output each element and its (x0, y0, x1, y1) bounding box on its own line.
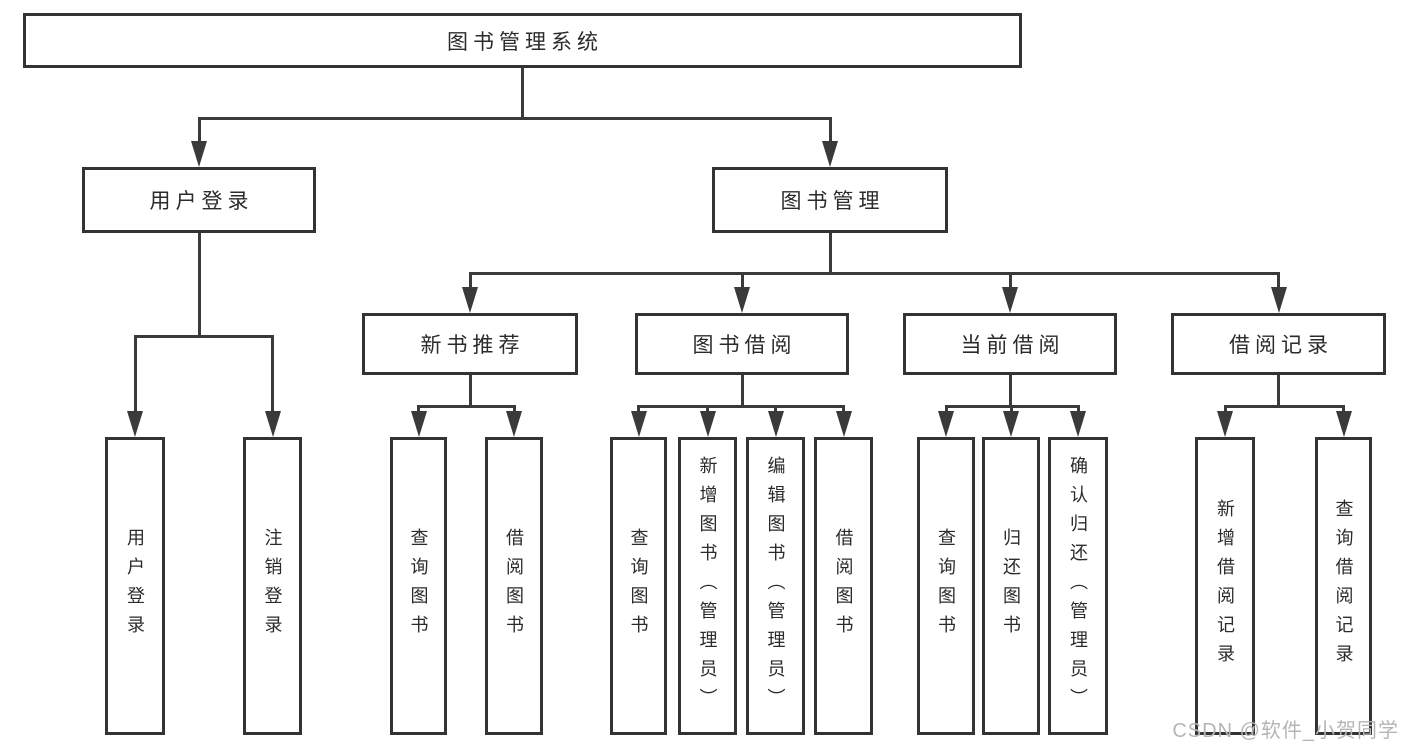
connector-line (1277, 272, 1280, 289)
node-label-leaf-edit-book-admin: 编辑图书（管理员） (765, 455, 786, 717)
node-leaf-add-book-admin: 新增图书（管理员） (678, 437, 737, 735)
node-current-borrowing: 当前借阅 (903, 313, 1117, 375)
connector-line (1223, 405, 1345, 408)
node-book-management: 图书管理 (712, 167, 948, 233)
node-leaf-confirm-return: 确认归还（管理员） (1048, 437, 1108, 735)
arrowhead-down-icon (630, 411, 647, 437)
node-label-current-borrowing: 当前借阅 (960, 334, 1065, 357)
node-label-leaf-add-book-admin: 新增图书（管理员） (697, 455, 718, 717)
connector-line (512, 405, 516, 413)
node-label-book-borrowing: 图书借阅 (692, 334, 797, 357)
connector-line (828, 117, 832, 143)
arrowhead-down-icon (938, 411, 954, 437)
connector-line (468, 375, 472, 408)
connector-line (1277, 375, 1280, 408)
arrowhead-down-icon (699, 411, 716, 437)
connector-line (944, 405, 948, 413)
arrowhead-down-icon (191, 141, 207, 167)
arrowhead-down-icon (835, 411, 852, 437)
node-leaf-add-record: 新增借阅记录 (1195, 437, 1255, 735)
arrowhead-down-icon (506, 411, 522, 437)
connector-line (706, 405, 709, 413)
node-label-leaf-return-book: 归还图书 (1001, 528, 1021, 644)
connector-line (133, 335, 274, 338)
node-leaf-query-record: 查询借阅记录 (1315, 437, 1372, 735)
node-label-leaf-query-book-1: 查询图书 (408, 528, 429, 644)
arrowhead-down-icon (1002, 287, 1018, 313)
arrowhead-down-icon (822, 141, 838, 167)
node-label-leaf-query-book-2: 查询图书 (628, 528, 649, 644)
arrowhead-down-icon (734, 287, 750, 313)
connector-line (740, 272, 744, 289)
connector-line (133, 335, 137, 413)
arrowhead-down-icon (1270, 287, 1287, 313)
node-leaf-edit-book-admin: 编辑图书（管理员） (746, 437, 805, 735)
node-leaf-user-login: 用户登录 (105, 437, 165, 735)
node-label-root: 图书管理系统 (447, 30, 603, 54)
node-leaf-borrow-book-2: 借阅图书 (814, 437, 873, 735)
node-root: 图书管理系统 (23, 13, 1022, 68)
connector-line (468, 272, 1280, 275)
connector-line (1009, 405, 1013, 413)
arrowhead-down-icon (1217, 411, 1233, 437)
node-label-leaf-query-book-3: 查询图书 (936, 528, 956, 644)
node-label-leaf-confirm-return: 确认归还（管理员） (1068, 455, 1088, 717)
node-label-user-login: 用户登录 (149, 190, 254, 213)
csdn-watermark: CSDN @软件_小贺同学 (1172, 720, 1399, 742)
node-label-leaf-add-record: 新增借阅记录 (1215, 499, 1235, 673)
connector-line (1008, 272, 1012, 289)
connector-line (828, 233, 832, 275)
node-label-new-book-recommend: 新书推荐 (420, 334, 525, 357)
node-borrowing-records: 借阅记录 (1171, 313, 1386, 375)
node-label-leaf-query-record: 查询借阅记录 (1333, 499, 1354, 673)
node-label-leaf-user-login: 用户登录 (125, 528, 145, 644)
connector-line (1076, 405, 1080, 413)
node-leaf-borrow-book-1: 借阅图书 (485, 437, 543, 735)
arrowhead-down-icon (1070, 411, 1086, 437)
connector-line (521, 68, 524, 120)
node-label-book-management: 图书管理 (780, 190, 885, 213)
arrowhead-down-icon (767, 411, 784, 437)
arrowhead-down-icon (410, 411, 427, 437)
arrowhead-down-icon (1335, 411, 1352, 437)
node-leaf-query-book-2: 查询图书 (610, 437, 667, 735)
connector-line (468, 272, 472, 289)
node-leaf-query-book-3: 查询图书 (917, 437, 975, 735)
node-user-login: 用户登录 (82, 167, 316, 233)
connector-line (197, 117, 201, 143)
connector-line (740, 375, 744, 408)
connector-line (637, 405, 640, 413)
node-label-leaf-borrow-book-2: 借阅图书 (833, 528, 854, 644)
connector-line (197, 233, 201, 338)
arrowhead-down-icon (127, 411, 143, 437)
node-label-leaf-logout: 注销登录 (262, 528, 283, 644)
connector-line (197, 117, 832, 120)
arrowhead-down-icon (264, 411, 281, 437)
node-label-borrowing-records: 借阅记录 (1229, 334, 1333, 357)
connector-line (417, 405, 516, 408)
node-new-book-recommend: 新书推荐 (362, 313, 578, 375)
connector-line (271, 335, 274, 413)
connector-line (417, 405, 420, 413)
node-leaf-logout: 注销登录 (243, 437, 302, 735)
connector-line (1342, 405, 1345, 413)
connector-line (1223, 405, 1227, 413)
connector-line (637, 405, 845, 408)
connector-line (842, 405, 845, 413)
node-label-leaf-borrow-book-1: 借阅图书 (504, 528, 524, 644)
arrowhead-down-icon (462, 287, 478, 313)
node-leaf-query-book-1: 查询图书 (390, 437, 447, 735)
arrowhead-down-icon (1003, 411, 1019, 437)
node-leaf-return-book: 归还图书 (982, 437, 1040, 735)
connector-line (1008, 375, 1012, 408)
node-book-borrowing: 图书借阅 (635, 313, 849, 375)
connector-line (774, 405, 777, 413)
